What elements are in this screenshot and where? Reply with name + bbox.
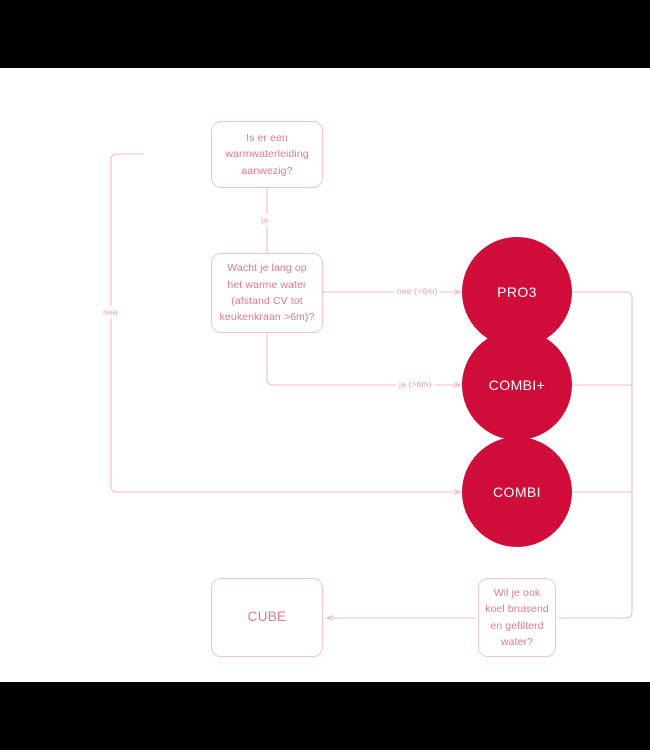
letterbox-top xyxy=(0,0,650,68)
node-result-combi[interactable]: COMBI xyxy=(462,437,572,547)
node-result-pro3[interactable]: PRO3 xyxy=(462,237,572,347)
edge-pro3-to-q3 xyxy=(558,291,633,619)
node-q2-line2: het warme water xyxy=(227,278,307,291)
node-result-cube[interactable]: CUBE xyxy=(211,578,323,657)
flowchart-stage: Is er een warmwaterleiding aanwezig? Wac… xyxy=(0,68,650,682)
node-result-combiplus[interactable]: COMBI+ xyxy=(462,330,572,440)
node-q3-line2: koel bruisend xyxy=(485,603,549,616)
edge-label-nee-lt6m: nee (<6m) xyxy=(394,285,441,297)
node-q2-line3: (afstand CV tot xyxy=(231,295,303,307)
node-q3-line4: water? xyxy=(500,635,534,648)
node-cube-label: CUBE xyxy=(247,609,287,625)
node-combiplus-label: COMBI+ xyxy=(488,377,546,393)
edge-label-nee: nee xyxy=(100,306,121,318)
node-q3-line1: Wil je ook xyxy=(493,586,541,599)
letterbox-bottom xyxy=(0,682,650,750)
node-q1-line1: Is er een xyxy=(246,132,288,145)
node-q3-line3: en gefilterd xyxy=(490,619,544,632)
node-q2-line4: keukenkraan >6m)? xyxy=(219,311,315,324)
node-question-warmwaterleiding[interactable]: Is er een warmwaterleiding aanwezig? xyxy=(211,121,323,188)
node-pro3-label: PRO3 xyxy=(497,284,537,300)
edge-q2-to-combiplus xyxy=(266,333,460,385)
edge-label-ja: ja xyxy=(258,214,271,226)
edge-q1-to-combi xyxy=(110,153,460,492)
edge-label-ja-gt6m: ja (>6m) xyxy=(396,378,435,390)
node-q2-line1: Wacht je lang op xyxy=(227,262,307,275)
node-question-bruisend-water[interactable]: Wil je ook koel bruisend en gefilterd wa… xyxy=(478,578,556,657)
node-q1-line3: aanwezig? xyxy=(241,164,293,177)
node-question-wachttijd[interactable]: Wacht je lang op het warme water (afstan… xyxy=(211,253,323,333)
node-q1-line2: warmwaterleiding xyxy=(225,148,309,161)
node-combi-label: COMBI xyxy=(493,484,541,500)
